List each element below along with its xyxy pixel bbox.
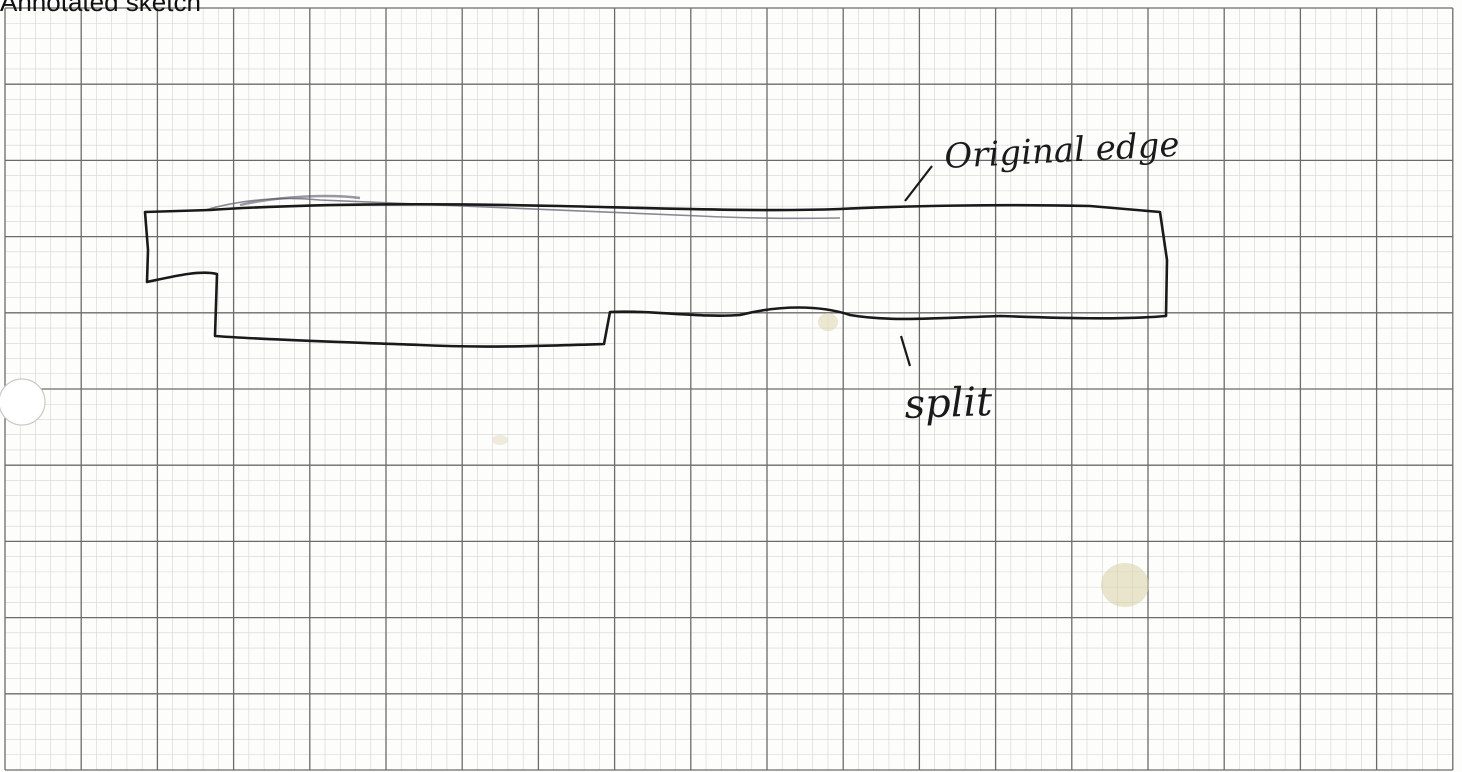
paper-stain xyxy=(492,435,508,445)
leader-line-split xyxy=(899,335,912,367)
major-grid xyxy=(4,7,1454,771)
paper-stain xyxy=(818,313,838,331)
page-title: Annotated sketch xyxy=(0,0,201,17)
pencil-trace-original-edge xyxy=(239,194,361,207)
binder-hole xyxy=(0,378,46,426)
fragment-outline xyxy=(143,202,1169,348)
paper-stain xyxy=(1101,563,1149,607)
label-split: split xyxy=(904,379,994,428)
leader-line-original-edge xyxy=(904,165,933,202)
